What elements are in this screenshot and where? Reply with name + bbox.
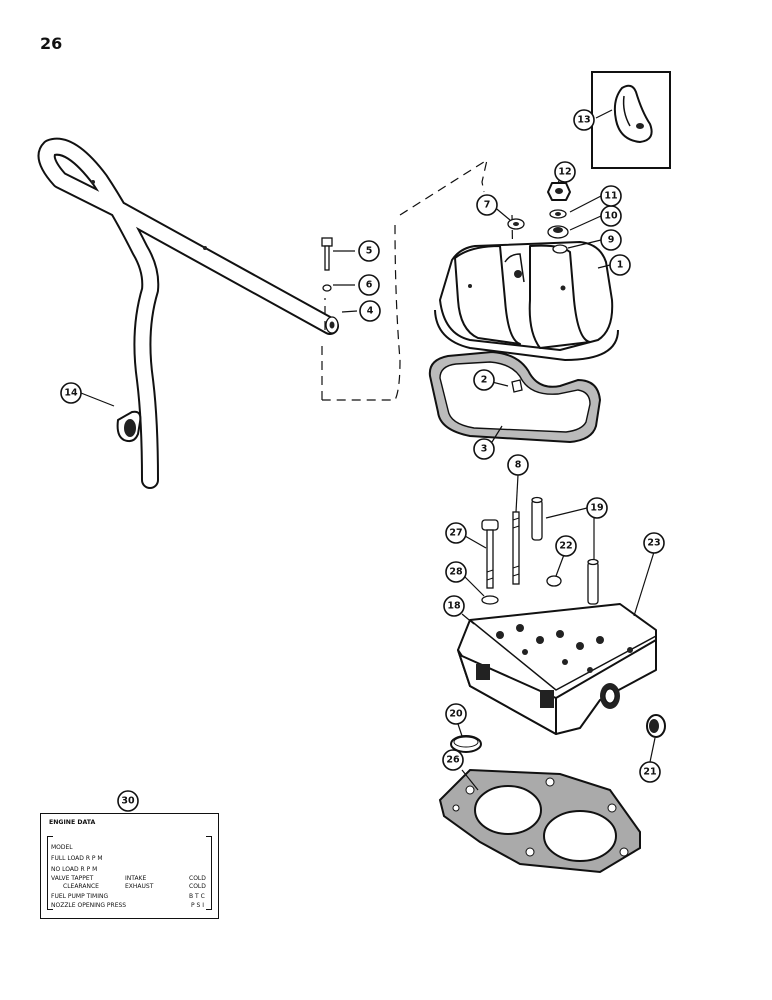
plug-21: [646, 714, 666, 738]
callout-8: 8: [507, 454, 529, 476]
plate-exhaust: EXHAUST: [125, 883, 154, 890]
callout-23: 23: [643, 532, 665, 554]
stud-8: [512, 511, 520, 585]
callout-28: 28: [445, 561, 467, 583]
page-number: 26: [40, 34, 63, 53]
svg-text:23: 23: [647, 538, 660, 549]
plate-intake: INTAKE: [125, 875, 147, 882]
svg-text:10: 10: [604, 211, 618, 222]
callout-26: 26: [442, 749, 464, 771]
callout-19: 19: [586, 497, 608, 519]
svg-text:14: 14: [64, 388, 78, 399]
ring-20: [450, 735, 482, 753]
svg-text:21: 21: [643, 767, 656, 778]
svg-text:28: 28: [449, 567, 463, 578]
svg-text:22: 22: [559, 541, 572, 552]
svg-text:18: 18: [447, 601, 461, 612]
callout-11: 11: [600, 185, 622, 207]
svg-text:6: 6: [366, 280, 373, 291]
svg-text:30: 30: [121, 796, 135, 807]
engine-data-plate: ENGINE DATA MODEL FULL LOAD R P M NO LOA…: [40, 813, 219, 919]
svg-text:19: 19: [590, 503, 603, 514]
svg-text:27: 27: [449, 528, 462, 539]
callout-27: 27: [445, 522, 467, 544]
callout-12: 12: [554, 161, 576, 183]
plate-bracket-right: [206, 836, 212, 910]
washer-9: [552, 244, 568, 254]
callout-5: 5: [358, 240, 380, 262]
plate-psi: P S I: [191, 902, 205, 909]
insert-2: [511, 379, 523, 393]
plate-model: MODEL: [51, 844, 73, 851]
callout-13: 13: [573, 109, 595, 131]
svg-text:5: 5: [366, 246, 373, 257]
lifting-eye-inset: [591, 71, 671, 169]
cover-gasket: [428, 350, 602, 444]
nut-12: [547, 182, 571, 201]
grommet-10: [547, 225, 569, 239]
svg-text:26: 26: [446, 755, 460, 766]
svg-text:3: 3: [481, 444, 488, 455]
washer-6: [322, 284, 332, 292]
callout-4: 4: [359, 300, 381, 322]
svg-text:11: 11: [604, 191, 617, 202]
plate-btc: B T C: [189, 893, 205, 900]
callout-21: 21: [639, 761, 661, 783]
plate-valve-tappet: VALVE TAPPET: [51, 875, 94, 882]
callout-22: 22: [555, 535, 577, 557]
head-gasket: [438, 768, 641, 874]
plate-no-load: NO LOAD R P M: [51, 866, 98, 873]
svg-text:20: 20: [449, 709, 463, 720]
callout-9: 9: [600, 229, 622, 251]
plate-cold-intake: COLD: [189, 875, 206, 882]
callout-7: 7: [476, 194, 498, 216]
valve-guide-19b: [587, 558, 599, 605]
bolt-5: [321, 237, 333, 271]
assembly-dashed-line: [321, 158, 488, 401]
callout-18: 18: [443, 595, 465, 617]
svg-text:13: 13: [577, 115, 590, 126]
plate-nozzle-opening: NOZZLE OPENING PRESS: [51, 902, 127, 909]
svg-text:9: 9: [608, 235, 615, 246]
svg-text:7: 7: [484, 200, 491, 211]
bolt-27: [481, 519, 499, 589]
washer-28: [481, 595, 499, 605]
tube-clamp: [116, 410, 142, 443]
callout-30: 30: [117, 790, 139, 812]
plate-bracket-left: [47, 836, 53, 910]
callout-20: 20: [445, 703, 467, 725]
plate-cold-exhaust: COLD: [189, 883, 206, 890]
svg-text:8: 8: [515, 460, 522, 471]
plate-full-load: FULL LOAD R P M: [51, 855, 103, 862]
valve-guide-19a: [531, 496, 543, 541]
breather-tube: [37, 137, 339, 489]
callout-6: 6: [358, 274, 380, 296]
callout-3: 3: [473, 438, 495, 460]
seal-22: [546, 575, 562, 587]
svg-text:4: 4: [367, 306, 374, 317]
svg-text:1: 1: [617, 260, 624, 271]
plate-fuel-pump-timing: FUEL PUMP TIMING: [51, 893, 109, 900]
callout-14: 14: [60, 382, 82, 404]
plate-title: ENGINE DATA: [49, 819, 96, 826]
cylinder-head: [457, 603, 657, 735]
svg-text:12: 12: [558, 167, 571, 178]
callout-2: 2: [473, 369, 495, 391]
plate-clearance: CLEARANCE: [63, 883, 99, 890]
callout-1: 1: [609, 254, 631, 276]
valve-cover: [434, 241, 619, 362]
svg-text:2: 2: [481, 375, 488, 386]
callout-10: 10: [600, 205, 622, 227]
